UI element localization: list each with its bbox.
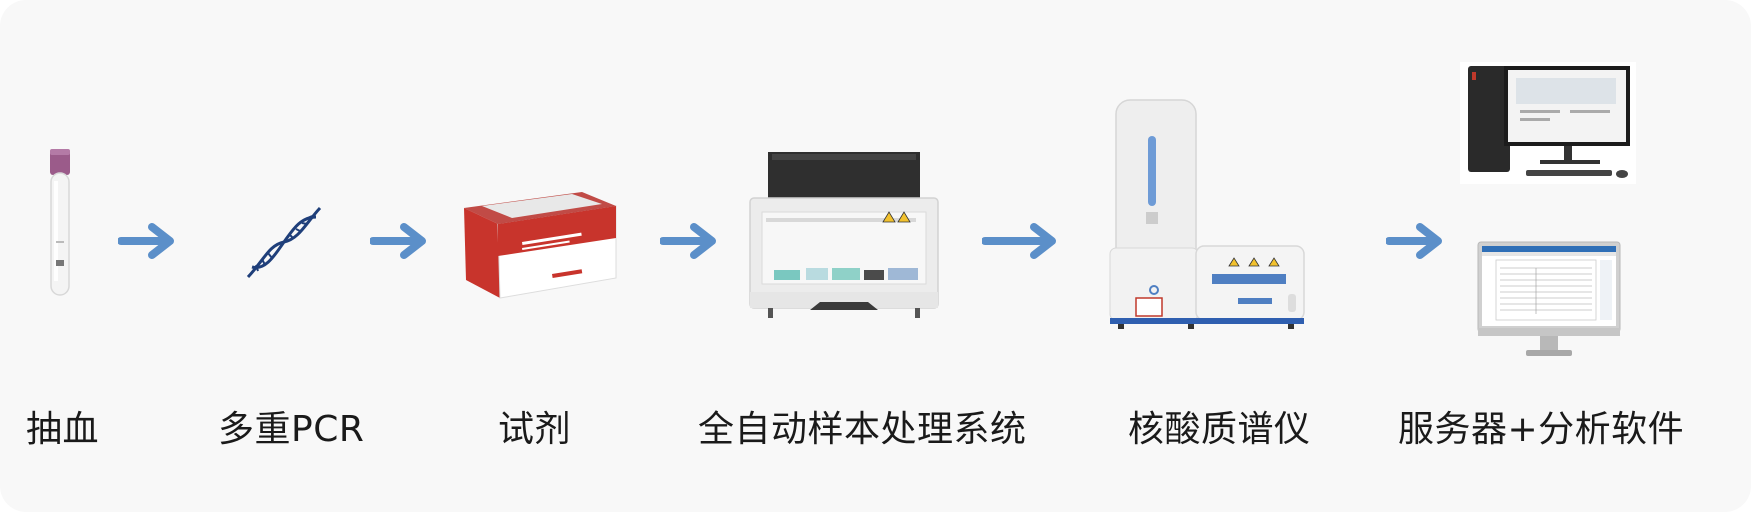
step-label-multiplex-pcr: 多重PCR [218,409,365,450]
step-label-reagent: 试剂 [498,409,572,450]
dna-helix-icon [244,205,324,280]
arrow-right-icon [1386,222,1448,260]
mass-spectrometer-icon [1108,98,1308,330]
arrow-right-icon [370,222,432,260]
arrow-right-icon [660,222,722,260]
arrow-right-icon [982,222,1062,260]
blood-tube-icon [44,145,74,300]
analysis-software-monitor-icon [1476,240,1622,362]
sample-processing-instrument-icon [748,152,940,320]
reagent-kit-box-icon [462,190,618,302]
arrow-right-icon [118,222,180,260]
step-label-automated-sample-processing: 全自动样本处理系统 [698,409,1027,450]
step-label-mass-spectrometer: 核酸质谱仪 [1128,409,1311,450]
step-label-blood-draw: 抽血 [26,409,100,450]
server-computer-icon [1460,62,1636,184]
step-label-server-analysis-software: 服务器+分析软件 [1398,409,1685,450]
